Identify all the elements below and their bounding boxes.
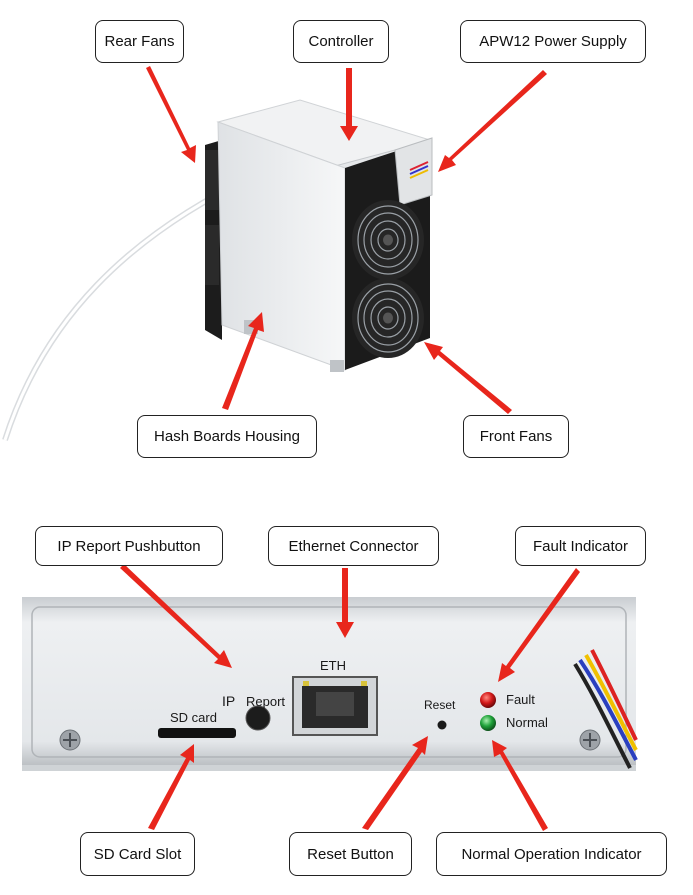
miner-unit [2,99,433,441]
arrow-controller [340,68,358,141]
arrow-fault [498,568,580,682]
callout-rear-fans-label: Rear Fans [104,33,175,50]
front-fan-bottom [352,278,424,358]
sd-card-slot [158,728,236,738]
arrow-rear-fans [146,66,196,163]
arrow-hash-boards [222,312,264,410]
arrow-ethernet [336,568,354,638]
reset-button-hole [437,720,447,730]
normal-led [480,715,496,731]
arrow-front-fans [424,342,512,414]
panel-label-sd-card: SD card [170,710,217,725]
callout-fault: Fault Indicator [515,526,646,566]
psu-wires [409,161,429,179]
screw-left [59,729,81,751]
front-fan-top [352,200,424,280]
panel-label-fault: Fault [506,692,535,707]
callout-rear-fans: Rear Fans [95,20,184,63]
callout-psu-label: APW12 Power Supply [479,33,627,50]
callout-hash-boards-label: Hash Boards Housing [154,428,300,445]
callout-fault-label: Fault Indicator [532,537,629,555]
panel-label-normal: Normal [506,715,548,730]
screw-right [579,729,601,751]
arrow-ip-report [120,564,232,668]
ip-report-button [245,705,271,731]
callout-normal-op-label: Normal Operation Indicator [461,845,642,863]
callout-normal-op: Normal Operation Indicator [436,832,667,876]
callout-psu: APW12 Power Supply [460,20,646,63]
arrow-reset [362,736,428,830]
callout-sd-slot-label: SD Card Slot [93,845,182,863]
callout-controller: Controller [293,20,389,63]
arrow-psu [438,70,547,172]
panel-label-ip: IP [222,693,235,709]
ethernet-port [292,676,378,736]
arrows [120,66,580,831]
callout-front-fans-label: Front Fans [479,428,553,445]
arrow-sd-card [148,744,194,830]
control-panel [22,597,638,771]
callout-ip-report: IP Report Pushbutton [35,526,223,566]
callout-front-fans: Front Fans [463,415,569,458]
callout-hash-boards: Hash Boards Housing [137,415,317,458]
callout-ethernet: Ethernet Connector [268,526,439,566]
callout-reset: Reset Button [289,832,412,876]
panel-wires [573,649,638,769]
callout-ethernet-label: Ethernet Connector [288,537,419,555]
callout-reset-label: Reset Button [307,845,394,863]
fault-led [480,692,496,708]
rear-fan-housing [205,140,222,340]
callout-ip-report-label: IP Report Pushbutton [57,537,201,555]
callout-sd-slot: SD Card Slot [80,832,195,876]
panel-label-eth: ETH [320,658,346,673]
callout-controller-label: Controller [308,33,374,50]
arrow-normal-op [492,740,548,831]
panel-label-report: Report [246,694,285,709]
panel-label-reset: Reset [424,698,456,712]
